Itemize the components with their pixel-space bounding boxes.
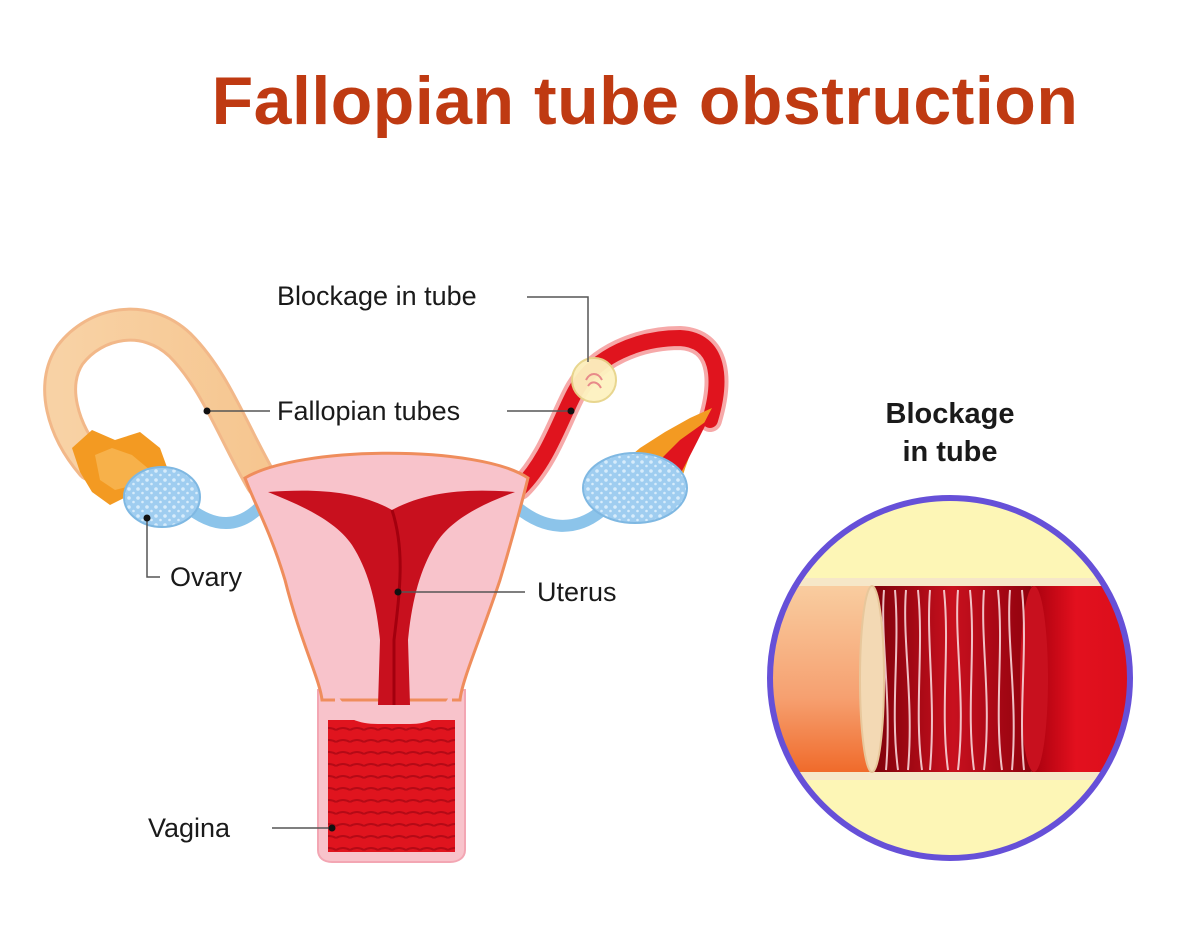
cervix bbox=[335, 690, 452, 724]
right-ovarian-ligament bbox=[512, 502, 606, 532]
page-title: Fallopian tube obstruction bbox=[211, 63, 1079, 139]
vagina-canal bbox=[328, 720, 455, 852]
right-fallopian-tube bbox=[508, 325, 729, 500]
leader-ovary bbox=[146, 518, 160, 578]
label-vagina: Vagina bbox=[148, 813, 231, 843]
inset-title-line-2: in tube bbox=[902, 436, 998, 468]
left-ovary bbox=[123, 466, 201, 528]
inset-ring bbox=[767, 495, 1133, 861]
label-ovary: Ovary bbox=[170, 562, 243, 592]
leader-dots bbox=[143, 407, 575, 832]
inset-blockage-strands bbox=[882, 589, 1025, 771]
label-fallopian-tubes: Fallopian tubes bbox=[277, 396, 461, 426]
label-blockage-in-tube: Blockage in tube bbox=[277, 281, 477, 311]
leader-lines bbox=[146, 296, 589, 829]
uterus-cavity-shade bbox=[390, 509, 402, 705]
right-ovary bbox=[582, 452, 688, 524]
uterus-cavity bbox=[268, 490, 515, 705]
label-uterus: Uterus bbox=[537, 577, 617, 607]
blockage-marker bbox=[571, 357, 617, 403]
leader-blockage bbox=[527, 296, 589, 362]
blockage-marker-fibers bbox=[585, 373, 603, 389]
inset-title-line-1: Blockage bbox=[885, 398, 1015, 430]
inset-title: Blockage in tube bbox=[850, 395, 1050, 471]
inset-magnifier bbox=[767, 495, 1133, 861]
inset-tube-open-side bbox=[1032, 586, 1130, 772]
